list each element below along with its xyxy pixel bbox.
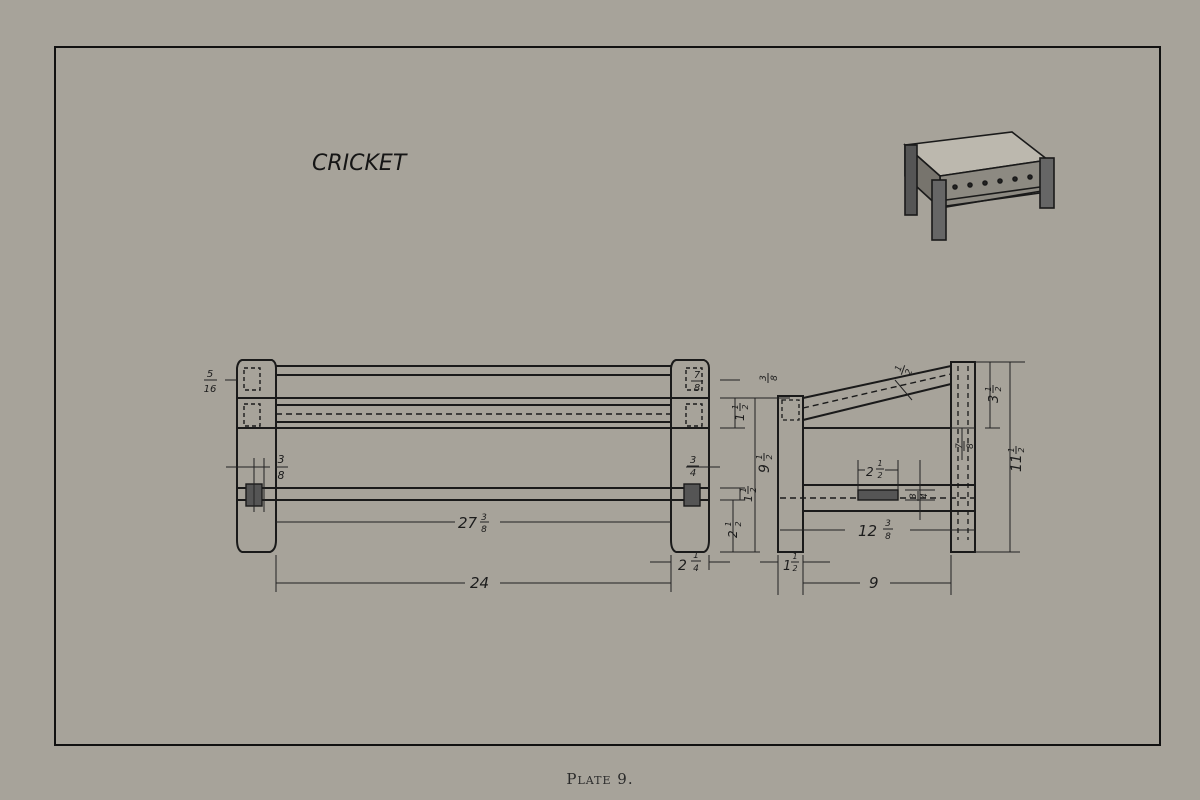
dim-top-tenon: 7 8 [691, 370, 703, 394]
right-leg [670, 359, 710, 553]
left-leg [236, 359, 277, 553]
svg-text:1: 1 [731, 404, 740, 409]
svg-text:1: 1 [755, 454, 764, 459]
svg-text:2: 2 [904, 368, 915, 377]
dim-left-mortise: 3 8 [275, 453, 288, 482]
dim-stretcher-slot: 2 1 2 [866, 459, 884, 480]
dim-side-top: 3 1 2 [984, 385, 1003, 403]
svg-text:1: 1 [783, 559, 791, 574]
dim-total-height: 11 1 2 [1007, 446, 1026, 472]
svg-text:1: 1 [894, 364, 905, 373]
svg-text:1: 1 [733, 413, 747, 421]
dim-height-inner: 9 1 2 [755, 453, 774, 473]
svg-text:1: 1 [877, 459, 882, 468]
svg-text:8: 8 [481, 525, 487, 535]
svg-text:3: 3 [759, 375, 769, 381]
drawing-title: CRICKET [312, 151, 408, 176]
side-elevation [777, 361, 976, 553]
svg-text:27: 27 [458, 514, 478, 532]
plate-caption: Plate 9. [566, 770, 634, 788]
svg-text:12: 12 [858, 522, 877, 540]
svg-text:8: 8 [966, 443, 976, 449]
svg-text:2: 2 [741, 404, 750, 409]
dim-side-leg: 1 1 2 [783, 552, 799, 574]
svg-text:1: 1 [742, 495, 755, 502]
svg-text:8: 8 [885, 532, 891, 542]
svg-text:3: 3 [909, 493, 919, 499]
dim-top-offset: 5 16 [204, 369, 217, 395]
svg-text:2: 2 [678, 558, 687, 574]
svg-text:1: 1 [1007, 447, 1016, 452]
dim-rail-length: 27 3 8 [458, 513, 489, 535]
side-front-leg [777, 395, 804, 553]
svg-text:4: 4 [920, 493, 930, 499]
dim-side-tenon: 7 8 [955, 441, 976, 451]
dim-right-tenon: 3 4 [687, 455, 699, 479]
dim-slope: 1 2 [894, 364, 916, 377]
svg-text:1: 1 [792, 552, 797, 561]
plate-border [54, 46, 1161, 746]
svg-text:8: 8 [694, 383, 700, 394]
dim-slot-depth: 3 4 [909, 491, 930, 501]
dim-side-rail: 12 3 8 [858, 519, 893, 542]
dim-mid-gap: 1 1 2 [739, 486, 758, 502]
svg-text:16: 16 [204, 384, 217, 395]
dim-front-gap: 1 1 2 [731, 403, 750, 421]
svg-text:2: 2 [994, 386, 1003, 391]
svg-text:4: 4 [693, 564, 699, 574]
svg-text:7: 7 [955, 443, 965, 449]
dim-top-thickness: 3 8 [759, 373, 780, 383]
dim-between-legs: 24 [470, 574, 489, 592]
dim-side-span: 9 [869, 574, 879, 592]
svg-text:3: 3 [481, 513, 487, 523]
svg-text:2: 2 [726, 530, 740, 538]
svg-text:11: 11 [1009, 454, 1025, 472]
svg-text:3: 3 [987, 395, 1002, 403]
svg-text:3: 3 [885, 519, 891, 529]
svg-text:2: 2 [877, 471, 882, 480]
dimension-lines [225, 361, 1025, 595]
svg-text:8: 8 [770, 375, 780, 381]
isometric-sketch [903, 131, 1055, 241]
svg-text:3: 3 [278, 453, 285, 466]
svg-text:1: 1 [693, 551, 699, 561]
dimension-labels: 5 16 3 8 27 3 8 24 2 1 4 7 8 [204, 364, 1026, 592]
dim-lower-gap: 2 1 2 [724, 520, 743, 538]
side-back-leg [950, 361, 976, 553]
svg-text:2: 2 [792, 564, 797, 573]
svg-text:1: 1 [984, 386, 993, 391]
svg-text:5: 5 [207, 369, 213, 380]
svg-text:8: 8 [278, 469, 285, 482]
svg-text:7: 7 [694, 370, 701, 381]
svg-text:9: 9 [757, 464, 773, 473]
svg-text:2: 2 [765, 454, 774, 459]
svg-text:1: 1 [724, 521, 733, 526]
svg-text:4: 4 [690, 468, 696, 479]
svg-text:3: 3 [690, 455, 696, 466]
svg-text:2: 2 [734, 521, 743, 526]
svg-text:2: 2 [866, 465, 874, 479]
svg-text:2: 2 [749, 487, 758, 492]
svg-text:2: 2 [1017, 447, 1026, 452]
svg-text:1: 1 [739, 487, 748, 492]
dim-leg-width: 2 1 4 [678, 551, 701, 574]
